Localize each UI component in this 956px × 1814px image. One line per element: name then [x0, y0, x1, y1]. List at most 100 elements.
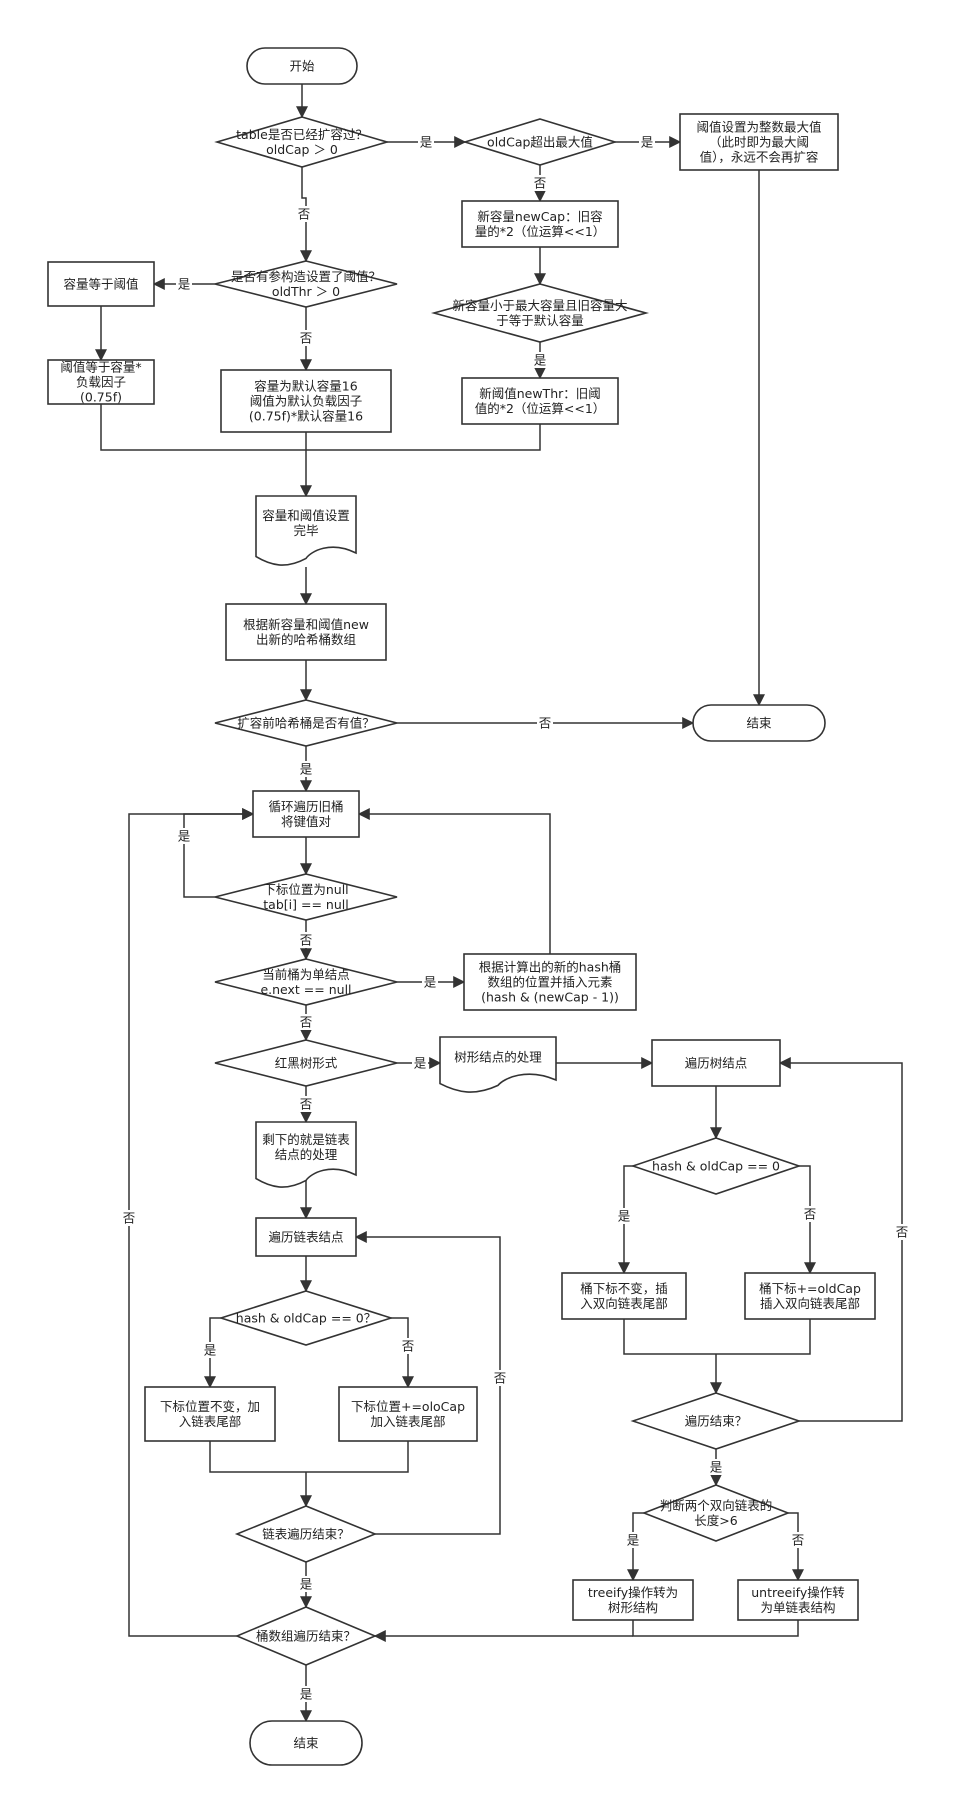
node-label-line: 数组的位置并插入元素: [487, 975, 612, 990]
node-q-tree-hash: hash & oldCap == 0: [630, 1137, 802, 1195]
edge-label-list-end-yes: 是: [300, 1577, 313, 1592]
node-q-table: table是否已经扩容过？oldCap ＞ 0: [214, 116, 390, 168]
edge-label-bg: [894, 1224, 910, 1240]
edge-label-bg: [422, 974, 438, 990]
connector-arrow: [100, 404, 541, 451]
node-label-line: table是否已经扩容过？: [236, 127, 368, 142]
edge-label-tree-end-yes: 是: [710, 1460, 723, 1475]
node-n-tree-keep: 桶下标不变，插入双向链表尾部: [561, 1272, 687, 1320]
edge-label-single-no: 否: [300, 1015, 313, 1030]
node-label-line: 完毕: [293, 523, 318, 538]
edge-label-bucket-end-yes: 是: [300, 1687, 313, 1702]
edge-label-old-bucket-yes: 是: [300, 762, 313, 777]
node-q-rbtree: 红黑树形式: [214, 1039, 398, 1087]
connector-arrow: [778, 1057, 903, 1422]
node-label-line: 入双向链表尾部: [580, 1296, 668, 1311]
connector-arrow: [357, 808, 551, 954]
edge-label-list-hash-no: 否: [402, 1339, 415, 1354]
process-box: [220, 369, 392, 433]
node-label-line: 加入链表尾部: [370, 1414, 445, 1429]
connector-arrow: [300, 167, 312, 263]
edge-label-bg: [625, 1532, 641, 1548]
node-q-tree-end: 遍历结束？: [630, 1392, 802, 1450]
edge-label-null-yes: 是: [178, 829, 191, 844]
node-label-line: 剩下的就是链表: [262, 1132, 350, 1147]
node-label-line: 树形结构: [608, 1600, 658, 1615]
edge-label-list-end-no: 否: [494, 1371, 507, 1386]
node-label-line: 值的*2（位运算<<1）: [475, 401, 606, 416]
node-label-line: hash & oldCap == 0？: [236, 1311, 376, 1326]
decision-diamond: [214, 699, 398, 747]
edge-label-bg: [708, 1459, 724, 1475]
node-label-line: 树形结点的处理: [454, 1050, 542, 1065]
edge-label-bg: [298, 1686, 314, 1702]
node-end-bottom: 结束: [249, 1720, 363, 1766]
edge-label-len6-no: 否: [792, 1533, 805, 1548]
node-n-traverse-tree: 遍历树结点: [651, 1039, 781, 1087]
node-label-line: 结点的处理: [275, 1147, 338, 1162]
connector-arrow: [627, 1512, 644, 1582]
edge-label-bg: [790, 1532, 806, 1548]
node-label-line: 长度>6: [694, 1513, 737, 1528]
edge-label-tree-end-no: 否: [896, 1225, 909, 1240]
process-box: [561, 1272, 687, 1320]
edges-layer: [95, 84, 903, 1723]
node-label-line: 量的*2（位运算<<1）: [475, 224, 606, 239]
node-label-line: 入链表尾部: [179, 1414, 242, 1429]
node-label-line: 插入双向链表尾部: [760, 1296, 860, 1311]
edge-label-bg: [296, 206, 312, 222]
node-label-line: e.next == null: [260, 982, 351, 997]
node-label-line: 为单链表结构: [760, 1600, 835, 1615]
edge-label-bg: [532, 352, 548, 368]
node-label-line: 阈值设置为整数最大值: [696, 120, 821, 135]
node-n-traverse-list: 遍历链表结点: [255, 1217, 357, 1257]
node-label-line: 下标位置不变，加: [160, 1399, 260, 1414]
process-box: [651, 1039, 781, 1087]
decision-diamond: [218, 1290, 394, 1346]
node-label-line: 于等于默认容量: [496, 313, 584, 328]
edge-label-bg: [298, 761, 314, 777]
node-label-line: 红黑树形式: [275, 1056, 338, 1071]
edge-label-bg: [412, 1055, 428, 1071]
decision-diamond: [641, 1484, 791, 1542]
node-label-line: treeify操作转为: [588, 1585, 678, 1600]
process-box: [47, 261, 155, 307]
connector-arrow: [209, 1441, 409, 1473]
process-box: [47, 359, 155, 405]
process-box: [255, 1217, 357, 1257]
node-end-top: 结束: [692, 704, 826, 742]
node-label-line: 阈值等于容量*: [60, 360, 141, 375]
edge-label-bg: [176, 276, 192, 292]
edge-label-list-hash-yes: 是: [204, 1343, 217, 1358]
edge-label-tree-hash-no: 否: [804, 1207, 817, 1222]
node-label-line: 容量为默认容量16: [254, 379, 357, 394]
node-label-line: 链表遍历结束？: [262, 1527, 350, 1542]
edge-label-constructor-yes: 是: [178, 277, 191, 292]
node-label-line: 新容量newCap：旧容: [477, 209, 602, 224]
node-n-tree-proc: 树形结点的处理: [439, 1036, 557, 1093]
edge-label-null-no: 否: [300, 933, 313, 948]
process-box: [252, 790, 360, 838]
process-box: [338, 1386, 478, 1442]
edge-label-oldcap-max-yes: 是: [641, 135, 654, 150]
connector-arrow: [623, 1319, 811, 1355]
edge-label-bg: [121, 1210, 137, 1226]
decision-diamond: [214, 873, 398, 921]
node-label-line: 新容量小于最大容量且旧容量大: [452, 298, 627, 313]
node-label-line: 结束: [293, 1736, 319, 1751]
decision-diamond: [214, 116, 390, 168]
node-label-line: 遍历树结点: [685, 1056, 748, 1071]
process-box: [461, 200, 619, 248]
edge-label-bg: [298, 1576, 314, 1592]
